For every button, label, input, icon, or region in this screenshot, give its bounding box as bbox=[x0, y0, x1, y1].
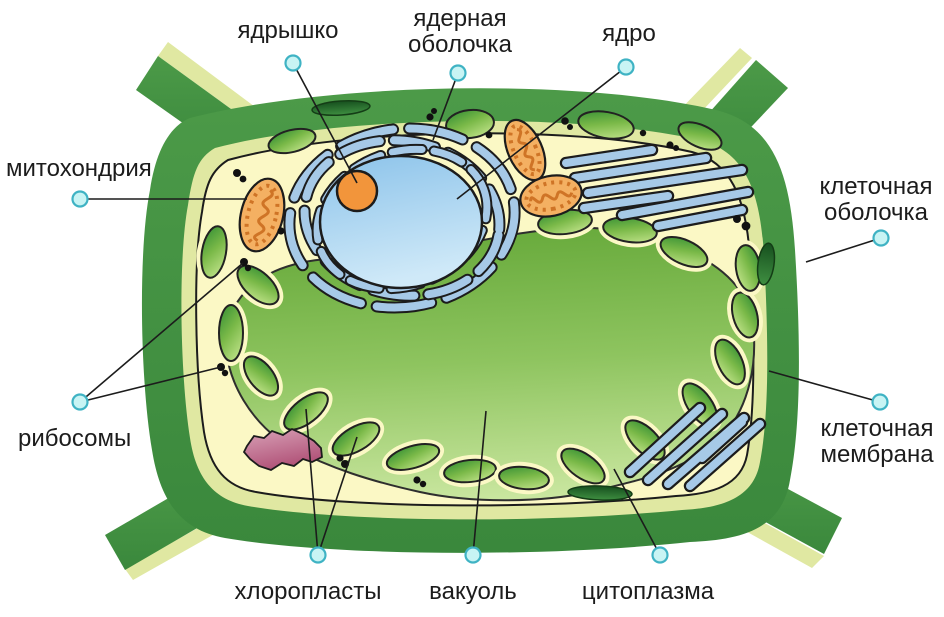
chloroplast bbox=[620, 415, 670, 465]
leader-dot-cell-membrane bbox=[871, 393, 889, 411]
ribosome-dot bbox=[277, 227, 285, 235]
label-cell-membrane-line1: клеточная bbox=[821, 415, 934, 442]
label-mitochondrion: митохондрия bbox=[6, 155, 152, 182]
chloroplast bbox=[239, 351, 283, 401]
chloroplast bbox=[655, 232, 713, 272]
label-chloroplasts: хлоропласты bbox=[235, 578, 382, 605]
leader-dots bbox=[71, 54, 890, 564]
ribosome-dot bbox=[673, 145, 679, 151]
leader-line-nucleolus bbox=[292, 62, 358, 184]
ribosome-dot bbox=[239, 175, 247, 183]
leader-dot-cytoplasm bbox=[651, 546, 669, 564]
leader-line-chloroplasts-1 bbox=[305, 408, 319, 556]
leader-dot-cell-wall bbox=[872, 229, 890, 247]
label-nucleolus: ядрышко bbox=[238, 17, 339, 44]
leader-dot-nucleus bbox=[617, 58, 635, 76]
label-cell-wall-line2: оболочка bbox=[824, 199, 929, 226]
leader-line-nucleus bbox=[456, 66, 627, 200]
ribosome-dot bbox=[741, 221, 751, 231]
nucleolus bbox=[335, 169, 379, 213]
leader-dot-mitochondrion bbox=[71, 190, 89, 208]
membrane-lens-chloroplasts bbox=[311, 99, 776, 501]
leader-line-ribosomes-1 bbox=[79, 262, 244, 403]
leader-dot-nuclear-envelope bbox=[449, 64, 467, 82]
leader-dot-vacuole bbox=[464, 546, 482, 564]
chloroplast bbox=[727, 287, 763, 343]
ribosome-dot bbox=[561, 117, 569, 125]
endoplasmic-reticulum-top-right bbox=[559, 143, 755, 233]
ribosome-dot bbox=[426, 113, 434, 121]
ribosome-dot bbox=[485, 131, 493, 139]
label-cell-membrane-line2: мембрана bbox=[820, 441, 934, 468]
label-cell-wall-line1: клеточная bbox=[820, 173, 933, 200]
nuclear-envelope bbox=[283, 122, 521, 314]
chloroplast-lens bbox=[756, 242, 776, 286]
ribosome-dot bbox=[567, 124, 573, 130]
leader-line-ribosomes-2 bbox=[79, 366, 222, 403]
chloroplast bbox=[439, 454, 501, 488]
ribosome-dot bbox=[244, 264, 252, 272]
chloroplast bbox=[577, 110, 635, 140]
chloroplast bbox=[232, 260, 284, 310]
ribosome-dot bbox=[431, 108, 437, 114]
leader-dot-chloroplasts bbox=[309, 546, 327, 564]
ribosome-dot bbox=[413, 476, 421, 484]
ribosome-dot bbox=[639, 129, 647, 137]
chloroplast bbox=[214, 300, 248, 366]
mitochondrion bbox=[238, 177, 286, 253]
label-nuclear-envelope-line2: оболочка bbox=[408, 31, 513, 58]
ribosome-dot bbox=[733, 215, 741, 223]
chloroplast-lens bbox=[311, 99, 371, 117]
ribosome-dot bbox=[419, 480, 427, 488]
chloroplasts-top bbox=[267, 108, 723, 155]
label-vacuole: вакуоль bbox=[429, 578, 517, 605]
label-nucleus: ядро bbox=[602, 20, 656, 47]
mitochondrion bbox=[519, 174, 583, 218]
chloroplast-ring bbox=[196, 204, 766, 495]
chloroplast-lens bbox=[567, 485, 633, 501]
leader-dot-nucleolus bbox=[284, 54, 302, 72]
chloroplast bbox=[196, 221, 232, 283]
leader-line-cell-membrane bbox=[768, 370, 881, 403]
pink-inclusion bbox=[242, 427, 323, 471]
chloroplast bbox=[445, 108, 495, 140]
chloroplast bbox=[381, 439, 445, 475]
ribosome-dot bbox=[233, 169, 241, 177]
labels: ядрышко ядерная оболочка ядро митохондри… bbox=[6, 5, 934, 605]
label-nuclear-envelope-line1: ядерная bbox=[413, 5, 506, 32]
leader-line-cytoplasm bbox=[613, 468, 661, 556]
chloroplast bbox=[494, 461, 554, 495]
ribosome-dot bbox=[666, 141, 674, 149]
chloroplast bbox=[677, 121, 723, 151]
leader-line-chloroplasts-2 bbox=[317, 436, 358, 556]
leader-lines bbox=[79, 62, 882, 556]
label-cytoplasm: цитоплазма bbox=[582, 578, 715, 605]
leader-line-nuclear-envelope bbox=[432, 72, 459, 141]
leader-line-cell-wall bbox=[805, 237, 882, 263]
ribosomes-dots bbox=[217, 108, 751, 488]
endoplasmic-reticulum-bottom-right bbox=[623, 401, 767, 493]
label-ribosomes: рибосомы bbox=[18, 425, 131, 452]
chloroplast bbox=[730, 240, 766, 296]
chloroplast bbox=[710, 334, 750, 390]
leader-dot-ribosomes bbox=[71, 393, 89, 411]
chloroplast bbox=[556, 443, 610, 489]
ribosome-dot bbox=[336, 454, 344, 462]
ribosome-dot bbox=[221, 369, 229, 377]
leader-line-vacuole bbox=[472, 410, 487, 556]
chloroplast bbox=[267, 127, 317, 155]
